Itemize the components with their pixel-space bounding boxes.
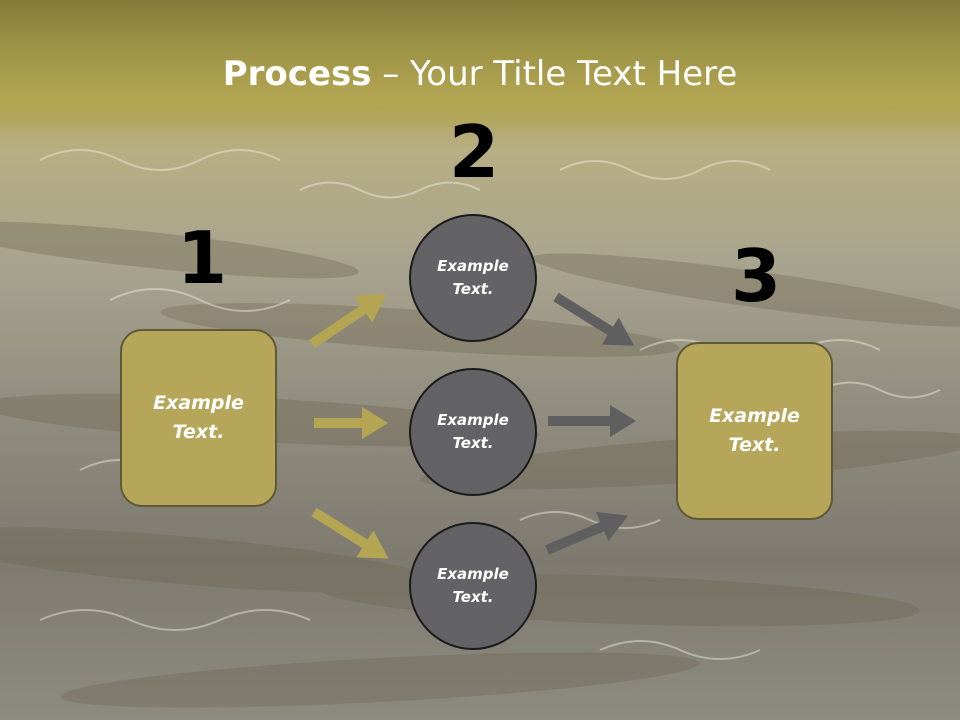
title-rest: – Your Title Text Here bbox=[371, 54, 738, 94]
circle-middle: Example Text. bbox=[409, 368, 537, 496]
step-3-box: Example Text. bbox=[676, 342, 833, 520]
step-number-2: 2 bbox=[449, 110, 500, 194]
title-bold: Process bbox=[222, 54, 372, 94]
step-1-box: Example Text. bbox=[120, 329, 277, 507]
gray-arrow-right-icon bbox=[548, 405, 636, 437]
gold-arrow-up-icon bbox=[309, 293, 387, 349]
slide-title: Process – Your Title Text Here bbox=[0, 52, 960, 96]
step-number-1: 1 bbox=[177, 216, 228, 300]
step-1-label: Example Text. bbox=[153, 392, 244, 443]
step-number-3: 3 bbox=[731, 234, 782, 318]
circle-middle-label: Example Text. bbox=[437, 411, 509, 452]
circle-top-label: Example Text. bbox=[437, 257, 509, 298]
circle-bottom-label: Example Text. bbox=[437, 565, 509, 606]
gray-arrow-up-icon bbox=[545, 511, 629, 555]
title-band bbox=[0, 0, 960, 130]
circle-top: Example Text. bbox=[409, 214, 537, 342]
circle-bottom: Example Text. bbox=[409, 522, 537, 650]
gray-arrow-down-icon bbox=[553, 292, 635, 346]
gold-arrow-right-icon bbox=[314, 407, 388, 439]
gold-arrow-down-icon bbox=[311, 507, 389, 559]
step-3-label: Example Text. bbox=[709, 405, 800, 456]
